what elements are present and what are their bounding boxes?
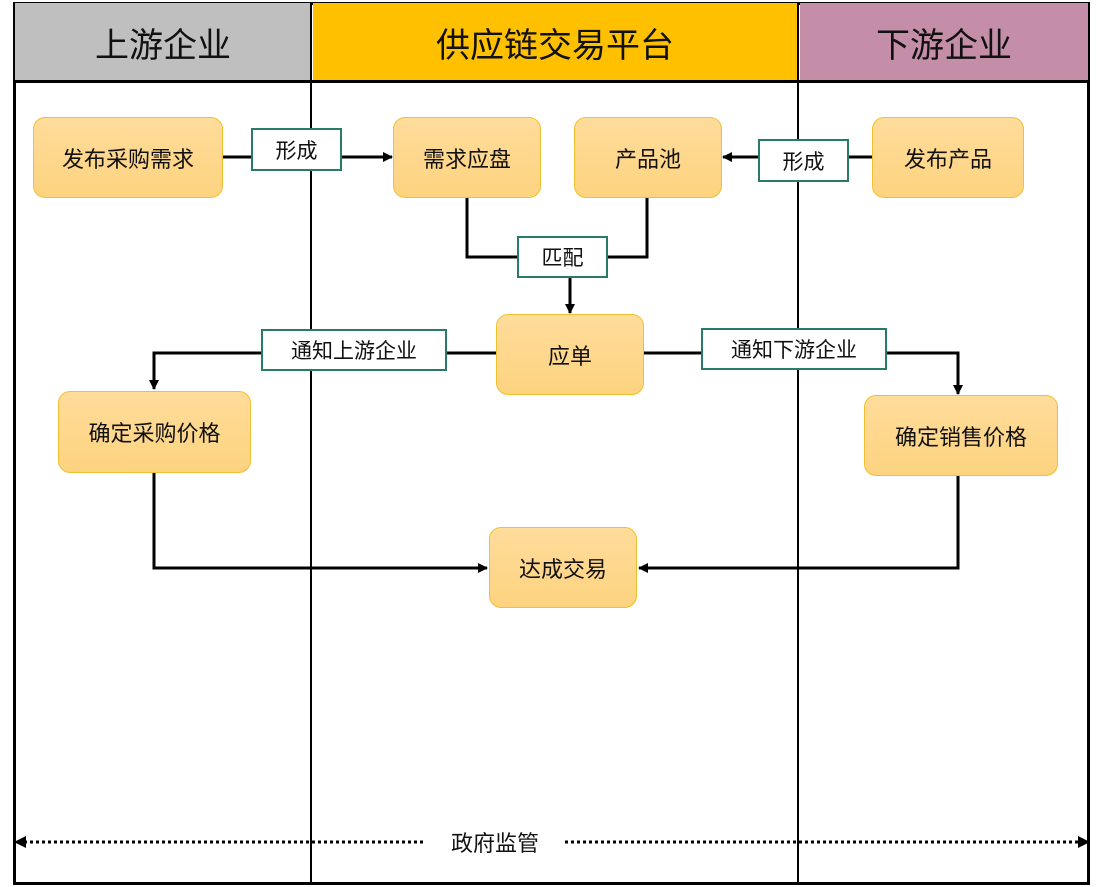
node-set-sales-price: 确定销售价格: [864, 395, 1058, 476]
lane-divider-left: [310, 3, 312, 883]
edge-demandpool-match: [465, 197, 520, 259]
arrow-left-icon: [14, 836, 26, 848]
label-notify-downstream: 通知下游企业: [701, 328, 887, 370]
lane-header-upstream: 上游企业: [15, 3, 311, 81]
edge-sales-to-deal: [638, 475, 960, 573]
node-order: 应单: [496, 314, 644, 395]
edge-purchase-to-deal: [152, 472, 488, 573]
node-product-pool: 产品池: [574, 117, 722, 198]
node-demand-pool: 需求应盘: [393, 117, 541, 198]
header-separator: [15, 80, 1088, 83]
lane-divider-right: [797, 3, 799, 883]
label-match: 匹配: [517, 236, 608, 278]
government-supervision-label: 政府监管: [430, 826, 560, 858]
lane-header-platform: 供应链交易平台: [313, 3, 797, 81]
node-set-purchase-price: 确定采购价格: [58, 391, 251, 473]
node-publish-demand: 发布采购需求: [33, 117, 223, 198]
lane-header-downstream: 下游企业: [800, 3, 1088, 81]
arrow-right-icon: [1078, 836, 1090, 848]
label-form-right: 形成: [758, 139, 849, 182]
node-publish-product: 发布产品: [872, 117, 1024, 198]
label-notify-upstream: 通知上游企业: [261, 329, 447, 371]
label-form-left: 形成: [251, 128, 342, 171]
node-deal: 达成交易: [489, 527, 637, 608]
edge-productpool-match: [605, 197, 649, 259]
